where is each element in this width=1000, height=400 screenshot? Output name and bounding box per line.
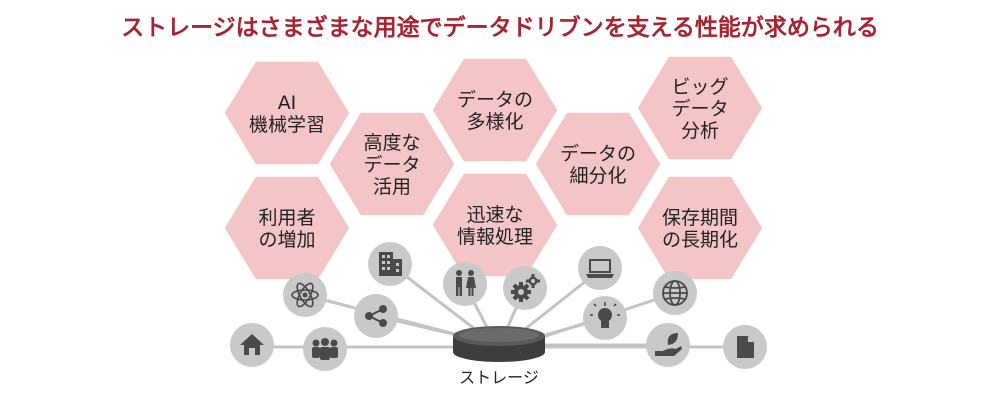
gears-icon [503, 266, 547, 310]
hexagon-label-line: ビッグ [671, 76, 728, 98]
hexagon-label-line: 多様化 [466, 111, 523, 133]
globe-icon [653, 271, 697, 315]
hexagon-shape [429, 55, 561, 165]
hexagon-shape [634, 173, 766, 283]
hexagon-shape [634, 53, 766, 163]
hand-leaf-icon [646, 323, 690, 367]
lightbulb-icon [583, 296, 627, 340]
hexagon-label-line: 活用 [373, 176, 411, 198]
hexagon-label-line: データ [671, 98, 728, 120]
hexagon-label-line: データの [560, 143, 636, 165]
laptop-icon [578, 246, 622, 290]
hexagon-label-line: 細分化 [569, 165, 626, 187]
hexagon-label-line: 機械学習 [249, 114, 325, 136]
hexagon-shape [326, 109, 458, 219]
atom-icon [283, 273, 327, 317]
people-group-icon [303, 327, 347, 371]
storage-label: ストレージ [459, 368, 539, 387]
hexagon-label-line: の増加 [258, 229, 315, 251]
hexagon-label-line: の長期化 [662, 229, 738, 251]
icon-group [230, 242, 767, 371]
hexagon-shape [532, 109, 664, 219]
document-icon [723, 325, 767, 369]
storage-cylinder: ストレージ [453, 326, 545, 387]
hexagon-group: AI機械学習高度なデータ活用データの多様化データの細分化ビッグデータ分析利用者の… [221, 53, 766, 283]
hexagon-label-line: 迅速な [466, 204, 523, 226]
diagram-title: ストレージはさまざまな用途でデータドリブンを支える性能が求められる [121, 15, 879, 41]
hexagon-label-line: データの [457, 89, 533, 111]
hexagon-label-line: 利用者 [258, 207, 315, 229]
hexagon-label-line: データ [363, 154, 420, 176]
share-icon [354, 294, 398, 338]
man-woman-icon [443, 262, 487, 306]
hexagon-label-line: 高度な [363, 132, 420, 154]
home-icon [230, 323, 274, 367]
hexagon-label-line: 分析 [681, 120, 719, 142]
hexagon-label-line: AI [278, 92, 297, 114]
hexagon-label-line: 保存期間 [662, 207, 738, 229]
hexagon-label-line: 情報処理 [457, 226, 533, 248]
building-icon [368, 242, 412, 286]
hexagon-shape [221, 58, 353, 168]
